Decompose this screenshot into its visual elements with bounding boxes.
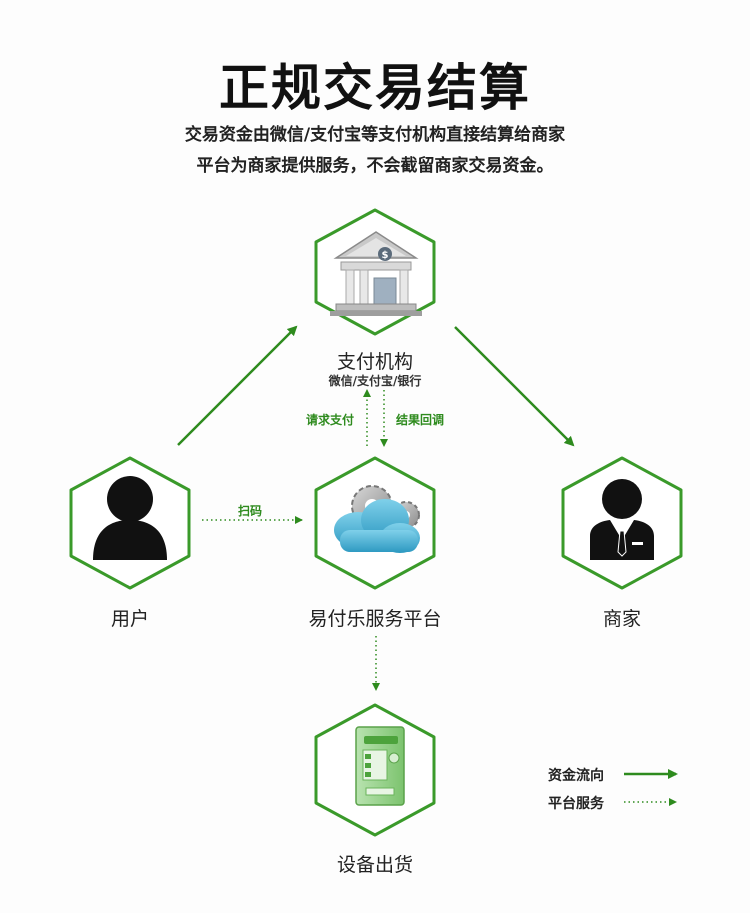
user-label: 用户 — [110, 608, 149, 630]
bank-icon: $ — [330, 231, 422, 316]
result-callback-label: 结果回调 — [396, 413, 445, 427]
merchant-label: 商家 — [602, 608, 641, 630]
cloud-gear-icon — [334, 485, 420, 553]
businessman-icon — [590, 479, 654, 560]
arrow-payment-to-merchant — [454, 326, 575, 447]
vending-machine-icon — [355, 726, 405, 806]
device-label: 设备出货 — [336, 854, 413, 876]
request-pay-label: 请求支付 — [306, 413, 355, 427]
scan-label: 扫码 — [238, 504, 263, 518]
svg-text:$: $ — [382, 250, 389, 261]
payment-institution-label: 支付机构 — [336, 351, 413, 373]
arrow-user-to-payment — [177, 325, 298, 446]
page-title: 正规交易结算 — [219, 59, 531, 117]
payment-institution-sublabel: 微信/支付宝/银行 — [328, 374, 422, 388]
legend-fund-flow: 资金流向 — [548, 768, 604, 784]
subtitle-line-1: 交易资金由微信/支付宝等支付机构直接结算给商家 — [184, 125, 566, 145]
user-icon — [93, 476, 167, 560]
platform-label: 易付乐服务平台 — [308, 608, 442, 630]
subtitle-line-2: 平台为商家提供服务，不会截留商家交易资金。 — [196, 156, 554, 176]
legend-platform-service: 平台服务 — [548, 796, 604, 812]
